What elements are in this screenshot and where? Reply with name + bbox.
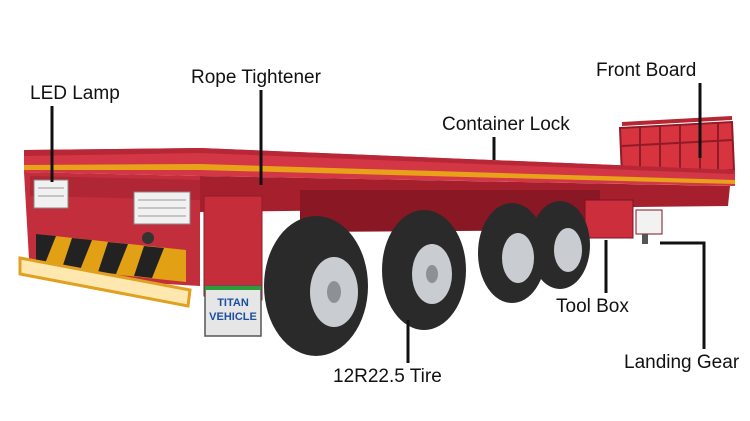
label-container-lock: Container Lock — [442, 114, 570, 135]
chassis-frame — [200, 176, 730, 244]
label-front-board: Front Board — [596, 60, 697, 81]
leader-landing-gear — [660, 241, 706, 349]
label-tire: 12R22.5 Tire — [333, 366, 442, 387]
leader-lines — [50, 83, 706, 363]
label-tool-box: Tool Box — [556, 296, 629, 317]
label-landing-gear: Landing Gear — [624, 352, 740, 373]
deck-platform — [24, 148, 735, 186]
license-plate: TITAN VEHICLE — [204, 285, 262, 337]
tires — [264, 201, 590, 356]
plate-line-2: VEHICLE — [209, 311, 257, 323]
label-rope-tightener: Rope Tightener — [191, 67, 321, 88]
plate-line-1: TITAN — [217, 297, 249, 309]
rear-structure — [18, 172, 263, 308]
label-led-lamp: LED Lamp — [30, 83, 120, 104]
